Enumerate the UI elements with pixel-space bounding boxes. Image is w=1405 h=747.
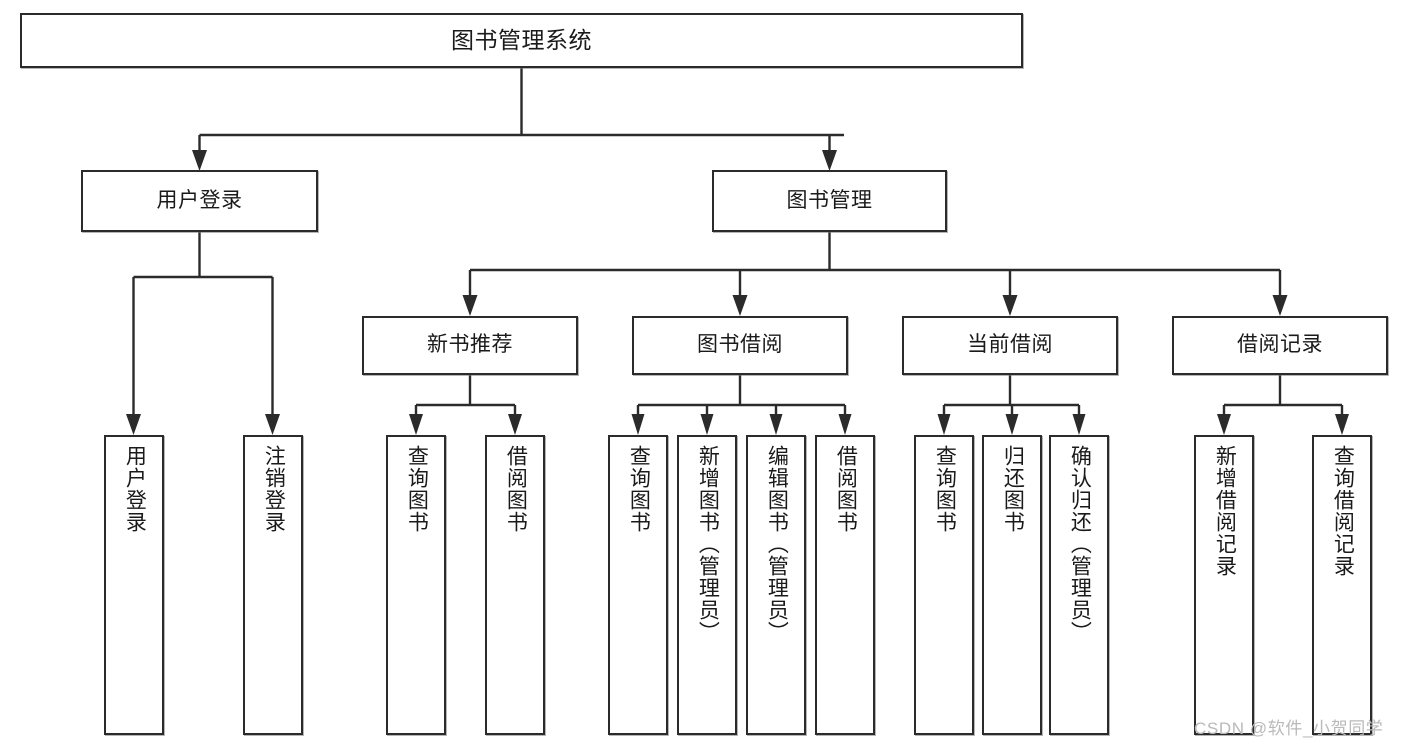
leaf-borrow-record-add[interactable]: 新增借阅记录 <box>1194 435 1254 735</box>
leaf-book-borrow-query-label: 查询图书 <box>627 445 651 533</box>
leaf-current-borrow-confirm-return[interactable]: 确认归还（管理员） <box>1049 435 1109 735</box>
leaf-current-borrow-return[interactable]: 归还图书 <box>982 435 1042 735</box>
leaf-book-borrow-borrow-label: 借阅图书 <box>834 445 858 533</box>
leaf-borrow-record-query-label: 查询借阅记录 <box>1331 445 1355 577</box>
leaf-current-borrow-return-label: 归还图书 <box>1001 445 1025 533</box>
node-borrow-record-label: 借阅记录 <box>1237 333 1323 357</box>
leaf-borrow-record-add-label: 新增借阅记录 <box>1213 445 1237 577</box>
node-new-book-recommend-label: 新书推荐 <box>427 333 513 357</box>
leaf-new-book-query[interactable]: 查询图书 <box>386 435 446 735</box>
leaf-book-borrow-edit[interactable]: 编辑图书（管理员） <box>746 435 806 735</box>
leaf-user-login-login-label: 用户登录 <box>123 445 147 533</box>
node-book-borrow-label: 图书借阅 <box>697 333 783 357</box>
node-current-borrow-label: 当前借阅 <box>967 333 1053 357</box>
leaf-current-borrow-query[interactable]: 查询图书 <box>914 435 974 735</box>
leaf-new-book-borrow[interactable]: 借阅图书 <box>485 435 545 735</box>
node-book-management-label: 图书管理 <box>786 188 873 212</box>
node-book-management[interactable]: 图书管理 <box>712 170 947 232</box>
leaf-book-borrow-borrow[interactable]: 借阅图书 <box>815 435 875 735</box>
leaf-book-borrow-edit-label: 编辑图书（管理员） <box>765 445 789 643</box>
node-root-system-label: 图书管理系统 <box>451 26 592 53</box>
node-book-borrow[interactable]: 图书借阅 <box>632 316 848 375</box>
leaf-book-borrow-add[interactable]: 新增图书（管理员） <box>677 435 737 735</box>
leaf-book-borrow-add-label: 新增图书（管理员） <box>696 445 720 643</box>
node-borrow-record[interactable]: 借阅记录 <box>1172 316 1388 375</box>
node-root-system[interactable]: 图书管理系统 <box>20 13 1023 68</box>
leaf-book-borrow-query[interactable]: 查询图书 <box>608 435 668 735</box>
leaf-new-book-borrow-label: 借阅图书 <box>504 445 528 533</box>
leaf-user-login-logout-label: 注销登录 <box>262 445 286 533</box>
csdn-watermark: CSDN @软件_小贺同学 <box>1194 719 1384 738</box>
node-user-login[interactable]: 用户登录 <box>81 170 318 232</box>
node-user-login-label: 用户登录 <box>156 188 243 212</box>
node-current-borrow[interactable]: 当前借阅 <box>902 316 1118 375</box>
leaf-current-borrow-query-label: 查询图书 <box>933 445 957 533</box>
leaf-current-borrow-confirm-return-label: 确认归还（管理员） <box>1068 445 1092 643</box>
node-new-book-recommend[interactable]: 新书推荐 <box>362 316 578 375</box>
leaf-user-login-logout[interactable]: 注销登录 <box>243 435 303 735</box>
leaf-borrow-record-query[interactable]: 查询借阅记录 <box>1312 435 1372 735</box>
leaf-new-book-query-label: 查询图书 <box>405 445 429 533</box>
leaf-user-login-login[interactable]: 用户登录 <box>104 435 164 735</box>
